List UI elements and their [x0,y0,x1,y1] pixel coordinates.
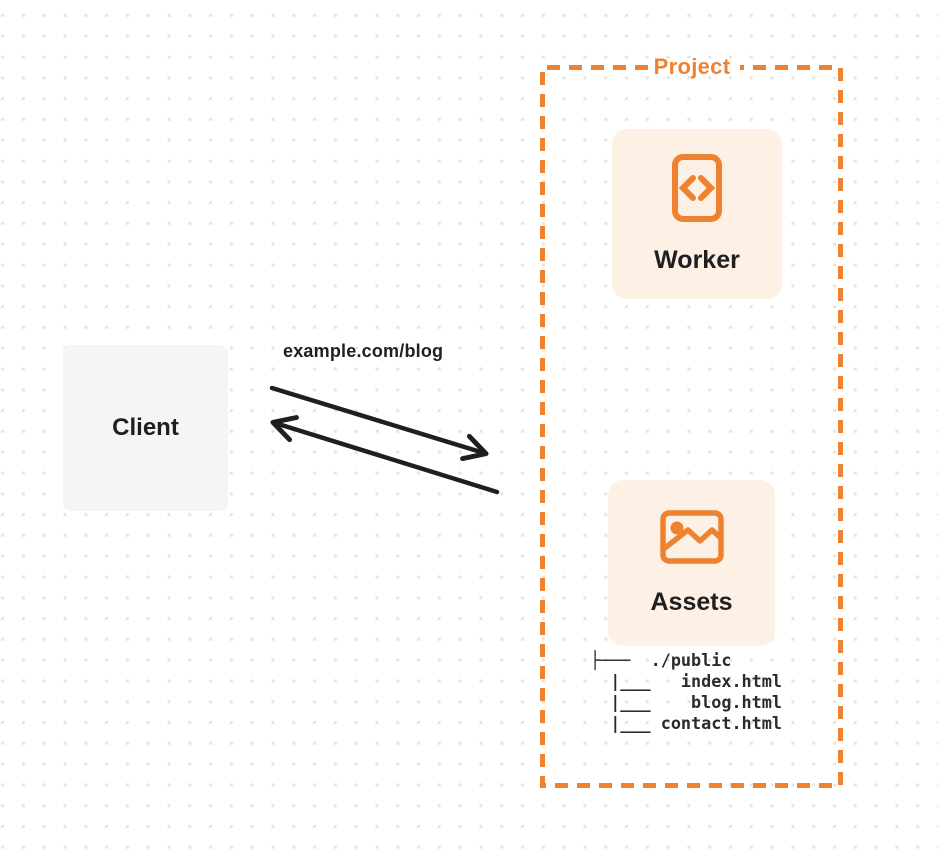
image-icon [659,509,724,564]
client-card: Client [63,345,228,511]
worker-label: Worker [654,245,740,274]
assets-card: Assets [608,480,775,646]
request-arrow [269,385,489,462]
project-dashed-border [540,65,843,788]
assets-file-tree: ├─── ./public |___ index.html |___ blog.… [590,650,782,733]
client-label: Client [112,414,179,441]
project-group-label: Project [653,54,731,79]
response-arrow [270,415,500,495]
request-url-label: example.com/blog [283,341,444,361]
worker-card: Worker [612,129,782,299]
code-file-icon [672,153,722,222]
assets-label: Assets [650,587,733,616]
